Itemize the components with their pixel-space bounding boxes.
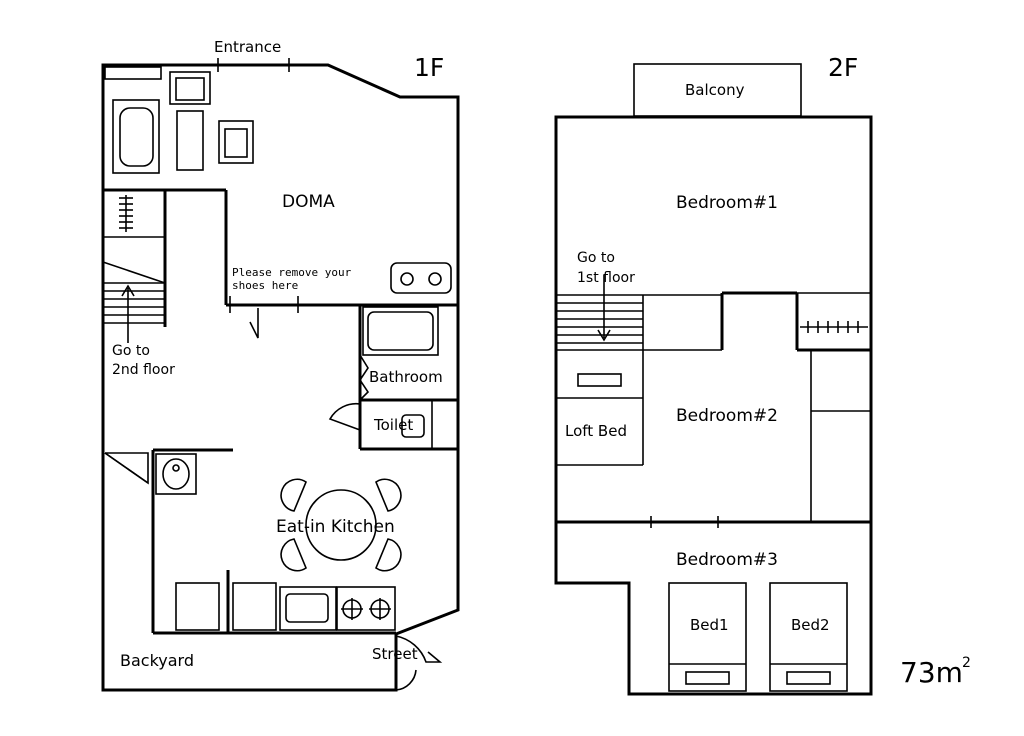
doma-label: DOMA xyxy=(282,192,335,212)
counter xyxy=(175,582,220,631)
kitchen-sink-basin xyxy=(285,593,329,623)
area-value: 73m xyxy=(900,656,963,689)
street-label: Street xyxy=(372,645,418,663)
bedroom3-label: Bedroom#3 xyxy=(676,550,778,570)
stair-treads xyxy=(103,197,165,324)
bed1-pillow xyxy=(685,671,730,685)
dining-table xyxy=(305,489,377,561)
burner xyxy=(400,272,414,286)
shoe-shelf xyxy=(104,66,162,80)
burner xyxy=(428,272,442,286)
dining-chair xyxy=(280,538,307,572)
toilet-door xyxy=(328,402,361,431)
backyard-label: Backyard xyxy=(120,651,194,670)
sofa-cushion xyxy=(119,107,154,167)
loft-bed-label: Loft Bed xyxy=(565,422,627,440)
faucet xyxy=(172,464,180,472)
bed2-label: Bed2 xyxy=(791,616,830,634)
stair-arrow-head-2f xyxy=(597,329,611,342)
area-superscript: 2 xyxy=(962,655,971,671)
shoes-note-line1: Please remove your xyxy=(232,266,352,279)
toilet-label: Toilet xyxy=(373,416,413,434)
stairs-label-line2: 2nd floor xyxy=(112,362,175,378)
door-swing xyxy=(249,308,259,339)
stairs-2f-line2: 1st floor xyxy=(577,270,635,286)
dining-chair xyxy=(375,538,402,572)
first-floor-plan: 1F Entrance DOMA Please remove your shoe… xyxy=(101,38,460,692)
bathroom-label: Bathroom xyxy=(369,368,443,386)
area-label: 73m 2 xyxy=(900,655,971,689)
bedroom2-label: Bedroom#2 xyxy=(676,406,778,426)
second-floor-plan: 2F Balcony Bedroom#1 Go to 1st floor Lof… xyxy=(554,53,873,696)
entrance-label: Entrance xyxy=(214,38,281,56)
first-floor-title: 1F xyxy=(414,53,444,82)
second-floor-title: 2F xyxy=(828,53,858,82)
pillow xyxy=(577,373,622,387)
stove xyxy=(390,262,452,294)
toilet-fixture xyxy=(401,414,425,438)
counter xyxy=(232,582,277,631)
first-floor-outer-wall xyxy=(101,63,460,692)
shoes-note-line2: shoes here xyxy=(232,279,298,292)
bathroom-door xyxy=(359,354,370,401)
balcony-label: Balcony xyxy=(685,81,745,99)
bathtub-basin xyxy=(367,311,434,351)
street-door xyxy=(395,635,443,663)
stair-break-line xyxy=(102,261,166,284)
closet-hangers xyxy=(807,321,859,333)
bed2-pillow xyxy=(786,671,831,685)
bed1-label: Bed1 xyxy=(690,616,729,634)
stair-arrow-head xyxy=(121,284,135,297)
street-door-swing xyxy=(395,669,417,691)
low-table xyxy=(176,110,204,171)
backyard-door-swing xyxy=(104,452,149,484)
sink-basin xyxy=(162,458,190,490)
stairs-2f-line1: Go to xyxy=(577,250,615,266)
stairs-label-line1: Go to xyxy=(112,343,150,359)
dining-chair xyxy=(375,478,402,512)
chair-seat xyxy=(224,128,248,158)
kitchen-label: Eat-in Kitchen xyxy=(276,517,395,537)
chair-seat xyxy=(175,77,205,101)
second-floor-outer-wall xyxy=(554,115,873,696)
bedroom1-label: Bedroom#1 xyxy=(676,193,778,213)
stair-treads-2f xyxy=(556,302,643,344)
dining-chair xyxy=(280,478,307,512)
